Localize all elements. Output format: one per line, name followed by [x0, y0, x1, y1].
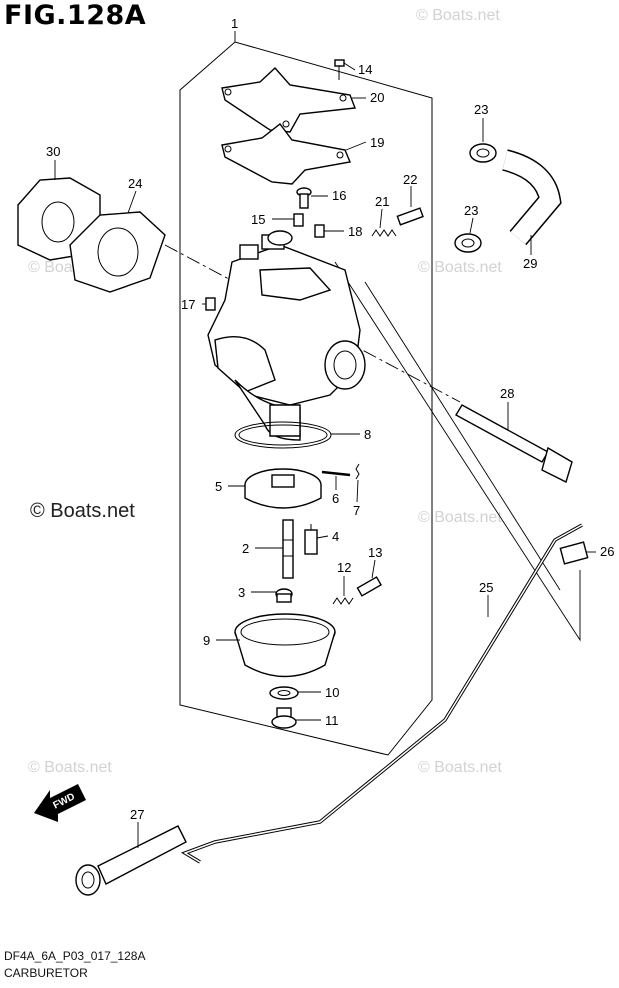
callout-13: 13 [368, 545, 382, 560]
callout-7: 7 [353, 503, 360, 518]
callout-labels: 1 2 3 4 5 6 7 8 9 10 11 12 13 14 15 16 1… [46, 16, 614, 822]
throttle-rod-25 [180, 523, 583, 864]
needle-valve-4 [304, 524, 318, 555]
gasket-plate-20 [221, 66, 356, 133]
diagram-name: CARBURETOR [4, 966, 88, 980]
fuel-hose-29 [501, 149, 562, 246]
choke-knob-27 [75, 825, 187, 896]
clip-7 [355, 463, 360, 480]
callout-11: 11 [325, 713, 339, 728]
callout-18: 18 [348, 224, 362, 239]
spring-12 [332, 597, 354, 605]
callout-25: 25 [479, 580, 493, 595]
washer-10 [269, 686, 299, 700]
throttle-guide-line [364, 281, 561, 591]
callout-4: 4 [332, 529, 339, 544]
callout-9: 9 [203, 633, 210, 648]
watermark: © Boats.net [418, 259, 502, 276]
watermark: © Boats.net [28, 759, 112, 776]
callout-1: 1 [231, 16, 238, 31]
watermark: © Boats.net [418, 509, 502, 526]
screw-13 [356, 576, 382, 597]
axis-line [164, 244, 461, 403]
hose-clamp-23 [454, 233, 482, 253]
screw-14 [334, 59, 345, 80]
float-5 [244, 468, 322, 509]
callout-10: 10 [325, 685, 339, 700]
watermark: © Boats.net [416, 7, 500, 24]
figure-title: FIG.128A [4, 0, 147, 31]
screw-16 [296, 187, 312, 209]
callout-17: 17 [181, 297, 195, 312]
callout-26: 26 [600, 544, 614, 559]
screw-22 [396, 207, 424, 226]
callout-2: 2 [242, 541, 249, 556]
callout-19: 19 [370, 135, 384, 150]
callout-23-upper: 23 [474, 102, 488, 117]
hose-clamp-23 [469, 143, 497, 163]
callout-12: 12 [337, 560, 351, 575]
o-ring-8 [234, 421, 332, 449]
float-bowl-9 [234, 613, 336, 678]
jet-2 [282, 519, 294, 579]
main-jet-3 [275, 588, 293, 603]
callout-14: 14 [358, 62, 372, 77]
callout-8: 8 [364, 427, 371, 442]
callout-20: 20 [370, 90, 384, 105]
callout-30: 30 [46, 144, 60, 159]
side-watermark: © Boats.net [30, 500, 135, 522]
gasket-plate-19 [221, 123, 351, 185]
callout-27: 27 [130, 807, 144, 822]
o-ring-8-inner [238, 424, 328, 446]
plug-18 [314, 224, 325, 238]
callout-3: 3 [238, 585, 245, 600]
callout-22: 22 [403, 172, 417, 187]
callout-29: 29 [523, 256, 537, 271]
callout-28: 28 [500, 386, 514, 401]
clip-26 [559, 541, 589, 565]
callout-21: 21 [375, 194, 389, 209]
carburetor-body [207, 230, 366, 441]
plug-17 [205, 297, 216, 311]
fwd-arrow-icon: FWD [34, 784, 86, 822]
spring-21 [371, 229, 397, 237]
leader-lines [54, 31, 596, 848]
diagram-code: DF4A_6A_P03_017_128A [4, 949, 146, 963]
callout-5: 5 [215, 479, 222, 494]
callout-15: 15 [251, 212, 265, 227]
plug-15 [293, 213, 304, 227]
callout-23-lower: 23 [464, 203, 478, 218]
callout-24: 24 [128, 176, 142, 191]
gasket-24 [69, 211, 166, 293]
callout-6: 6 [332, 491, 339, 506]
callout-16: 16 [332, 188, 346, 203]
watermark: © Boats.net [418, 759, 502, 776]
bolt-28 [455, 404, 573, 483]
drain-screw-11 [271, 707, 297, 729]
throttle-guide-line [334, 261, 581, 642]
pin-6 [321, 470, 351, 477]
